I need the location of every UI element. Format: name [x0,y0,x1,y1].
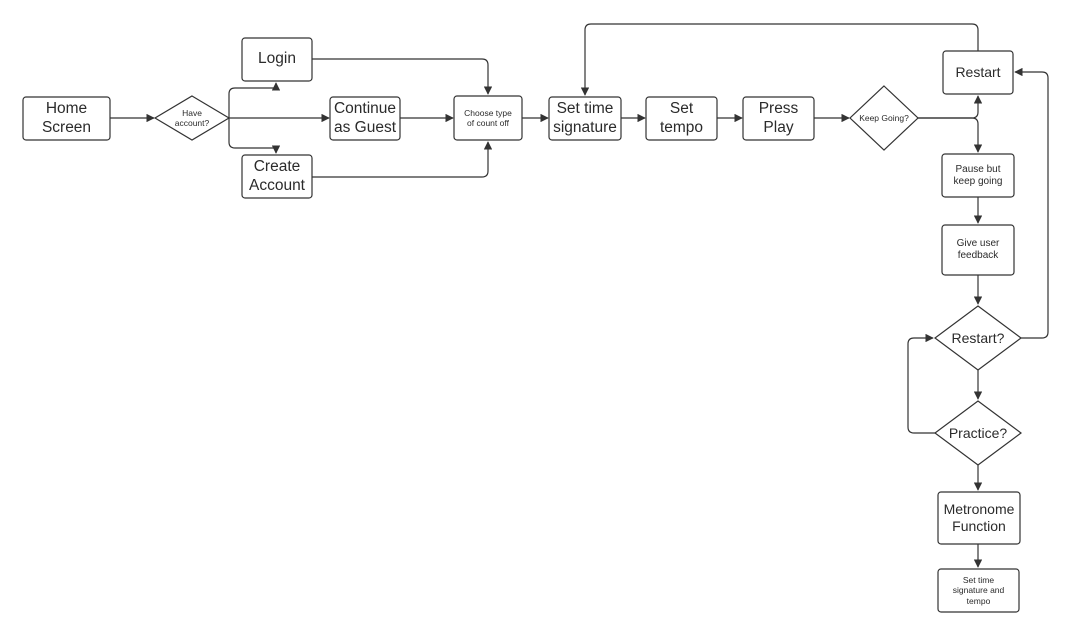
connector-keep-going-to-pause [918,117,983,153]
connector-have-account-to-login [228,82,281,118]
connector-restart-to-time-sig [580,23,979,96]
connector-practice-to-restart-decision [907,333,935,434]
connector-login-to-count-off [312,58,493,95]
choose-count-off-label: Choose type of count off [464,107,512,128]
restart-label: Restart [955,64,1001,81]
connector-have-account-to-create [228,118,281,154]
pause-keep-going-label: Pause but keep going [953,163,1003,187]
keep-going-label: Keep Going? [859,112,909,123]
metronome-function-box[interactable] [937,491,1021,545]
give-user-feedback-label: Give user feedback [956,238,1000,261]
home-screen-label: Home Screen [41,100,92,136]
connector-restart-decision-to-restart [1014,67,1049,339]
keep-going-diamond[interactable] [849,85,919,151]
connector-create-to-count-off [312,141,493,178]
practice-decision-label: Practice? [948,424,1008,441]
set-time-sig-and-tempo-label: Set time signature and tempo [952,575,1005,606]
press-play-label: Press Play [758,100,799,136]
set-time-signature-label: Set time signature [553,100,617,136]
set-tempo-label: Set tempo [659,100,704,136]
have-account-label: Have account? [174,107,210,128]
set-time-sig-and-tempo-box[interactable] [937,568,1020,613]
have-account-diamond[interactable] [153,95,231,141]
connector-keep-going-to-restart [918,95,983,119]
restart-decision-label: Restart? [951,329,1005,346]
create-account-label: Create Account [248,158,305,194]
metronome-function-label: Metronome Function [943,501,1015,534]
continue-as-guest-label: Continue as Guest [333,100,397,136]
login-label: Login [258,50,296,68]
